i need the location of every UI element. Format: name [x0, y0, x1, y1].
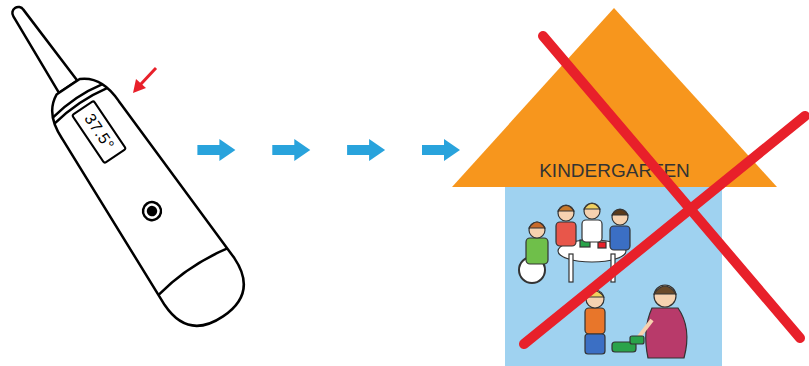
thermometer-button-dot: [146, 206, 157, 217]
thermometer-body: [33, 63, 258, 340]
house-roof: [452, 8, 777, 187]
temperature-reading: 37.5°: [80, 110, 117, 153]
kindergarten-house: KINDERGARTEN: [452, 8, 777, 366]
red-cross-line: [543, 36, 800, 338]
flow-arrows: [197, 139, 460, 161]
house-wall: [505, 187, 722, 366]
red-cross-line: [524, 116, 805, 344]
thermometer-button: [140, 199, 165, 224]
thermometer-cap-line: [157, 245, 227, 294]
thermometer-probe: [6, 2, 77, 93]
thermometer-display: 37.5°: [71, 99, 128, 164]
house-shape: [452, 8, 777, 366]
pointer-arrow: [133, 68, 156, 93]
children-illustration: [519, 203, 687, 358]
house-label: KINDERGARTEN: [452, 160, 777, 182]
